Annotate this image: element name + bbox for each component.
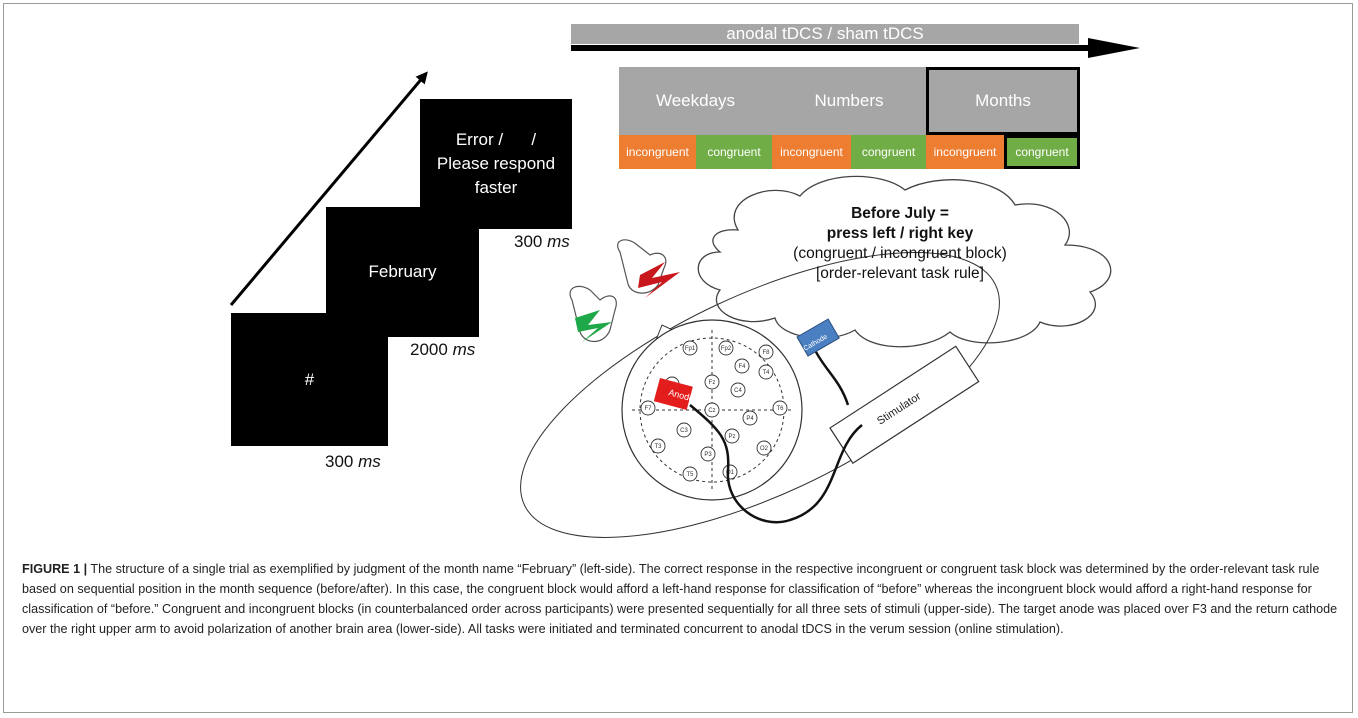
feedback-line-1: Error / / — [455, 130, 537, 149]
screen-feedback: Error / / Please respond faster — [420, 99, 572, 229]
task-rule-text: Before July = press left / right key (co… — [735, 204, 1065, 284]
electrode-t4 — [758, 364, 774, 380]
electrode-o1 — [722, 464, 738, 480]
electrode-o2 — [756, 440, 772, 456]
electrode-label-p3: P3 — [704, 452, 712, 458]
electrode-label-o1: O1 — [726, 470, 735, 476]
electrode-label-c4: C4 — [734, 388, 742, 394]
electrode-p4 — [742, 410, 758, 426]
task-rule-line-1: Before July = — [851, 205, 949, 222]
condition-months-congruent: congruent — [1004, 135, 1080, 169]
electrode-t6 — [772, 400, 788, 416]
electrode-label-fp1: Fp1 — [685, 346, 696, 352]
time-arrow — [229, 71, 428, 306]
condition-weekdays-congruent: congruent — [696, 135, 772, 169]
electrode-label-p4: P4 — [746, 416, 754, 422]
duration-feedback: 300 ms — [514, 232, 570, 251]
electrode-label-c3: C3 — [680, 428, 688, 434]
left-hand-icon — [569, 285, 617, 343]
electrode-label-t3: T3 — [654, 444, 662, 450]
duration-fixation: 300 ms — [325, 452, 381, 471]
electrode-pz — [724, 428, 740, 444]
electrode-f7 — [640, 400, 656, 416]
condition-numbers-congruent: congruent — [851, 135, 926, 169]
right-hand-icon — [617, 239, 680, 298]
electrode-fz — [704, 374, 720, 390]
condition-months-incongruent: incongruent — [926, 135, 1004, 169]
task-rule-line-4: [order-relevant task rule] — [816, 265, 984, 282]
electrode-label-cz: Cz — [708, 408, 715, 414]
caption-text: The structure of a single trial as exemp… — [22, 562, 1338, 636]
figure-caption: FIGURE 1 | The structure of a single tri… — [22, 559, 1340, 639]
anode-pad — [653, 378, 693, 410]
task-rule-line-2: press left / right key — [826, 225, 974, 242]
electrode-label-t6: T6 — [776, 406, 784, 412]
electrode-label-f7: F7 — [644, 406, 652, 412]
electrode-label-fz: Fz — [709, 380, 716, 386]
thought-cloud — [697, 175, 1112, 348]
fixation-text: # — [304, 369, 315, 389]
figure-frame — [3, 3, 1353, 713]
cathode-cable — [813, 349, 850, 406]
body-outline — [520, 252, 1000, 538]
stimulation-bar: anodal tDCS / sham tDCS — [571, 24, 1079, 44]
condition-numbers-incongruent: incongruent — [772, 135, 851, 169]
electrode-label-t4: T4 — [762, 370, 770, 376]
duration-stimulus: 2000 ms — [410, 340, 476, 359]
electrode-c4 — [730, 382, 746, 398]
feedback-line-3: faster — [474, 178, 518, 197]
cathode-pad — [796, 318, 840, 357]
electrode-c3 — [676, 422, 692, 438]
electrode-p3 — [700, 446, 716, 462]
caption-label: FIGURE 1 | — [22, 562, 88, 576]
stimulation-arrow — [571, 38, 1140, 58]
electrode-label-fp2: Fp2 — [721, 346, 732, 352]
electrode-f4 — [734, 358, 750, 374]
electrode-sites: Fp1Fp2F7F3FzF4F8T3C3CzC4T4T5P3PzP4T6O1O2 — [640, 340, 788, 482]
block-months: Months — [926, 67, 1080, 135]
electrode-t3 — [650, 438, 666, 454]
electrode-label-t5: T5 — [686, 472, 694, 478]
electrode-label-pz: Pz — [728, 434, 735, 440]
electrode-t5 — [682, 466, 698, 482]
electrode-fp2 — [718, 340, 734, 356]
task-rule-line-3: (congruent / incongruent block) — [793, 245, 1007, 262]
electrode-f8 — [758, 344, 774, 360]
block-numbers: Numbers — [772, 67, 926, 135]
feedback-line-2: Please respond — [436, 154, 556, 173]
block-weekdays: Weekdays — [619, 67, 772, 135]
condition-weekdays-incongruent: incongruent — [619, 135, 696, 169]
stimulus-text: February — [368, 262, 437, 281]
stimulator-box — [829, 345, 980, 465]
electrode-fp1 — [682, 340, 698, 356]
anode-cable — [689, 404, 863, 524]
electrode-label-f8: F8 — [762, 350, 770, 356]
electrode-label-f4: F4 — [738, 364, 746, 370]
electrode-cz — [704, 402, 720, 418]
electrode-label-o2: O2 — [760, 446, 769, 452]
